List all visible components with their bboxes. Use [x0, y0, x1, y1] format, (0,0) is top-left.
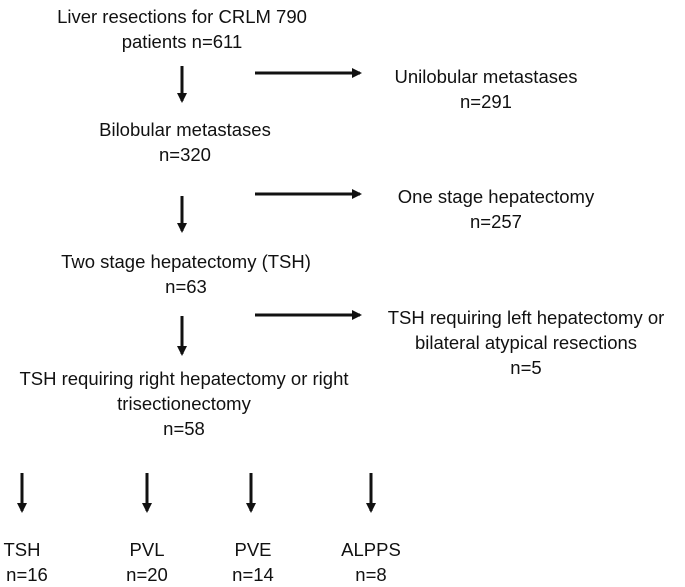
- node-tsh-right-line3: n=58: [163, 418, 205, 439]
- node-bilobular-line1: Bilobular metastases: [99, 119, 271, 140]
- node-unilobular-line1: Unilobular metastases: [394, 66, 578, 87]
- node-bilobular-line2: n=320: [159, 144, 211, 165]
- node-one-stage-line2: n=257: [470, 211, 522, 232]
- node-root: Liver resections for CRLM 790 patients n…: [57, 4, 307, 54]
- node-one-stage-line1: One stage hepatectomy: [397, 186, 595, 207]
- node-root-line2: patients n=611: [121, 31, 243, 52]
- node-tsh-left-line1: TSH requiring left hepatectomy or: [387, 307, 665, 328]
- node-tsh-right: TSH requiring right hepatectomy or right…: [4, 366, 364, 441]
- node-tsh-left: TSH requiring left hepatectomy or bilate…: [366, 305, 685, 380]
- node-tsh-left-line2: bilateral atypical resections: [414, 332, 638, 353]
- leaf-tsh: TSH n=16: [0, 537, 52, 587]
- node-unilobular-line2: n=291: [460, 91, 512, 112]
- leaf-pvl-label: PVL: [129, 539, 165, 560]
- node-tsh-right-line1: TSH requiring right hepatectomy or right: [19, 368, 349, 389]
- node-root-line1: Liver resections for CRLM 790: [57, 6, 307, 27]
- leaf-pve: PVE n=14: [218, 537, 288, 587]
- node-one-stage: One stage hepatectomy n=257: [381, 184, 611, 234]
- node-tsh-left-line3: n=5: [510, 357, 542, 378]
- leaf-pve-count: n=14: [232, 564, 274, 585]
- leaf-alpps: ALPPS n=8: [326, 537, 416, 587]
- node-bilobular: Bilobular metastases n=320: [85, 117, 285, 167]
- leaf-tsh-label: TSH: [3, 539, 41, 560]
- node-tsh-right-line2: trisectionectomy: [117, 393, 251, 414]
- node-tsh-line2: n=63: [165, 276, 207, 297]
- leaf-pve-label: PVE: [234, 539, 272, 560]
- node-tsh-line1: Two stage hepatectomy (TSH): [61, 251, 311, 272]
- leaf-alpps-count: n=8: [355, 564, 387, 585]
- leaf-tsh-count: n=16: [6, 564, 48, 585]
- leaf-pvl-count: n=20: [126, 564, 168, 585]
- node-tsh: Two stage hepatectomy (TSH) n=63: [46, 249, 326, 299]
- leaf-alpps-label: ALPPS: [341, 539, 401, 560]
- leaf-pvl: PVL n=20: [112, 537, 182, 587]
- node-unilobular: Unilobular metastases n=291: [376, 64, 596, 114]
